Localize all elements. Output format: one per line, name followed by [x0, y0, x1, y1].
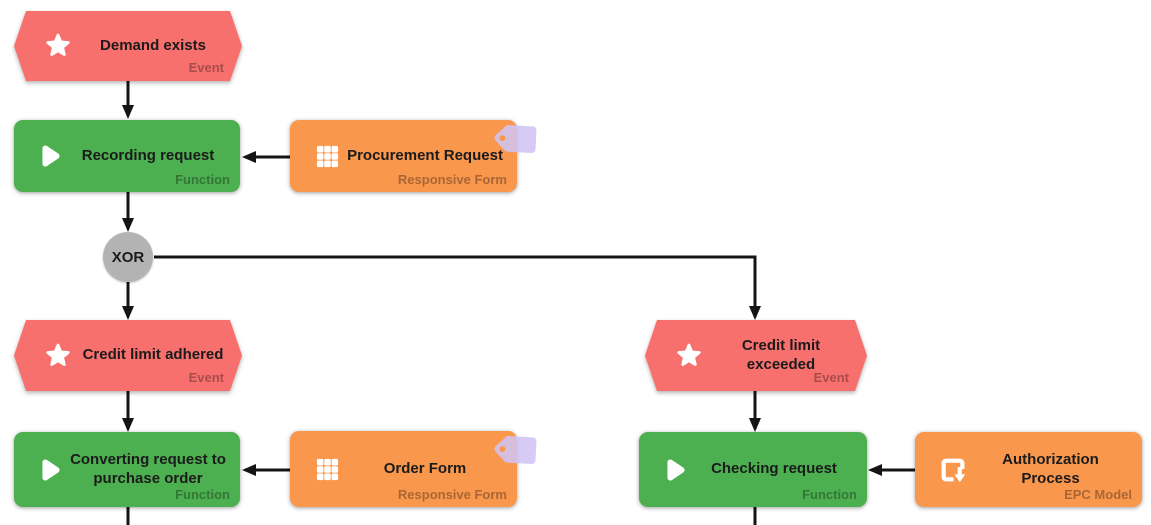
node-type-label: Event	[188, 60, 224, 75]
resource-procurement-request[interactable]: Procurement Request Responsive Form	[290, 120, 537, 192]
resource-authorization-process[interactable]: Authorization Process EPC Model	[915, 432, 1142, 507]
function-recording-request[interactable]: Recording request Function	[14, 120, 240, 192]
tag-icon	[488, 107, 553, 172]
play-icon	[34, 141, 64, 171]
xor-gateway[interactable]: XOR	[103, 232, 153, 282]
grid-icon	[314, 456, 341, 483]
node-type-label: Responsive Form	[397, 172, 507, 187]
event-credit-limit-adhered[interactable]: Credit limit adhered Event	[14, 320, 242, 391]
edge-xor-to-exceeded[interactable]	[154, 255, 761, 320]
resource-order-form[interactable]: Order Form Responsive Form	[290, 431, 537, 507]
xor-label: XOR	[111, 248, 145, 266]
grid-icon	[314, 143, 341, 170]
play-icon	[659, 455, 689, 485]
event-demand-exists[interactable]: Demand exists Event	[14, 11, 242, 81]
star-icon	[44, 342, 72, 370]
epc-model-icon	[939, 456, 967, 484]
function-checking-request[interactable]: Checking request Function	[639, 432, 867, 507]
node-label: Demand exists	[100, 36, 206, 54]
node-label: Authorization Process	[1002, 450, 1099, 487]
node-type-label: EPC Model	[1064, 487, 1132, 502]
node-label: Checking request	[711, 460, 837, 478]
node-type-label: Event	[813, 370, 849, 385]
event-credit-limit-exceeded[interactable]: Credit limit exceeded Event	[645, 320, 867, 391]
node-label: Credit limit exceeded	[741, 336, 821, 373]
node-label: Converting request to purchase order	[70, 450, 226, 487]
tag-icon	[488, 418, 553, 483]
function-converting-request-to-purchase-order[interactable]: Converting request to purchase order Fun…	[14, 432, 240, 507]
node-type-label: Function	[175, 487, 230, 502]
node-type-label: Function	[175, 172, 230, 187]
node-type-label: Responsive Form	[397, 487, 507, 502]
node-type-label: Function	[802, 487, 857, 502]
node-label: Recording request	[81, 146, 215, 164]
node-type-label: Event	[188, 370, 224, 385]
play-icon	[34, 455, 64, 485]
node-label: Procurement Request	[347, 146, 503, 164]
star-icon	[44, 32, 72, 60]
node-label: Order Form	[383, 459, 467, 477]
node-label: Credit limit adhered	[82, 346, 224, 364]
star-icon	[675, 342, 703, 370]
